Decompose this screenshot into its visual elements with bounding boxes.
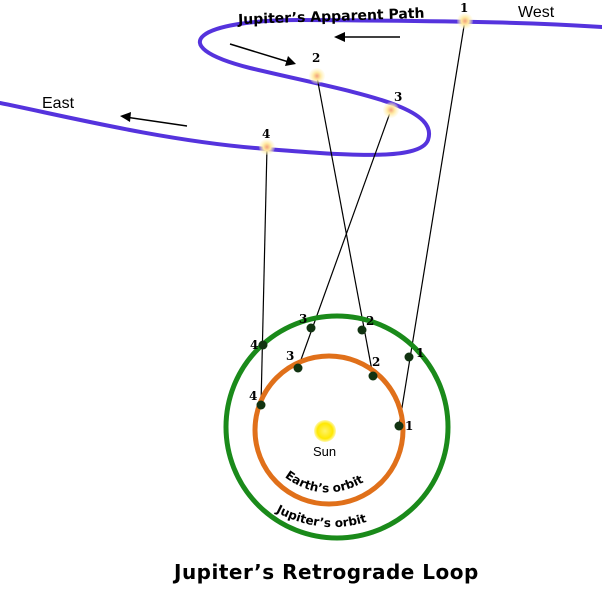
jupiter-marker-4 <box>258 340 268 350</box>
jupiter-number-4: 4 <box>250 338 258 352</box>
sky-number-2: 2 <box>312 51 320 65</box>
jupiter-number-1: 1 <box>416 346 424 360</box>
jupiter-marker-3 <box>306 323 316 333</box>
earth-number-4: 4 <box>249 389 257 403</box>
sky-number-4: 4 <box>262 127 270 141</box>
earth-marker-4 <box>256 400 266 410</box>
earth-orbit-markers <box>256 363 404 431</box>
arrow-east <box>120 112 188 127</box>
earth-orbit-label: Earth’s orbit <box>283 468 366 496</box>
diagram-title: Jupiter’s Retrograde Loop <box>172 560 479 584</box>
sky-jupiter-1 <box>457 13 473 29</box>
jupiter-number-3: 3 <box>299 312 307 326</box>
earth-number-3: 3 <box>286 349 294 363</box>
sun-icon <box>314 420 336 442</box>
earth-marker-2 <box>368 371 378 381</box>
sky-jupiter-markers <box>259 13 473 155</box>
sky-jupiter-4 <box>259 139 275 155</box>
sky-number-3: 3 <box>394 90 402 104</box>
jupiter-marker-1 <box>404 352 414 362</box>
jupiter-number-2: 2 <box>366 314 374 328</box>
sky-number-1: 1 <box>460 1 468 15</box>
apparent-path-curve <box>0 17 602 157</box>
earth-marker-1 <box>394 421 404 431</box>
arrow-west-to-east-top <box>334 32 400 42</box>
sun-label: Sun <box>313 444 336 459</box>
arrow-loop <box>229 43 296 66</box>
apparent-path-label: Jupiter’s Apparent Path <box>237 6 425 29</box>
earth-orbit-circle <box>252 353 406 507</box>
west-label: West <box>518 4 555 21</box>
jupiter-marker-2 <box>357 325 367 335</box>
earth-number-1: 1 <box>405 419 413 433</box>
sky-jupiter-3 <box>383 102 399 118</box>
sky-jupiter-2 <box>309 68 325 84</box>
earth-number-2: 2 <box>372 355 380 369</box>
jupiter-orbit-circle <box>223 313 451 541</box>
east-label: East <box>42 95 75 112</box>
jupiter-orbit-markers <box>258 323 414 362</box>
sight-line-4 <box>260 146 268 406</box>
earth-marker-3 <box>293 363 303 373</box>
